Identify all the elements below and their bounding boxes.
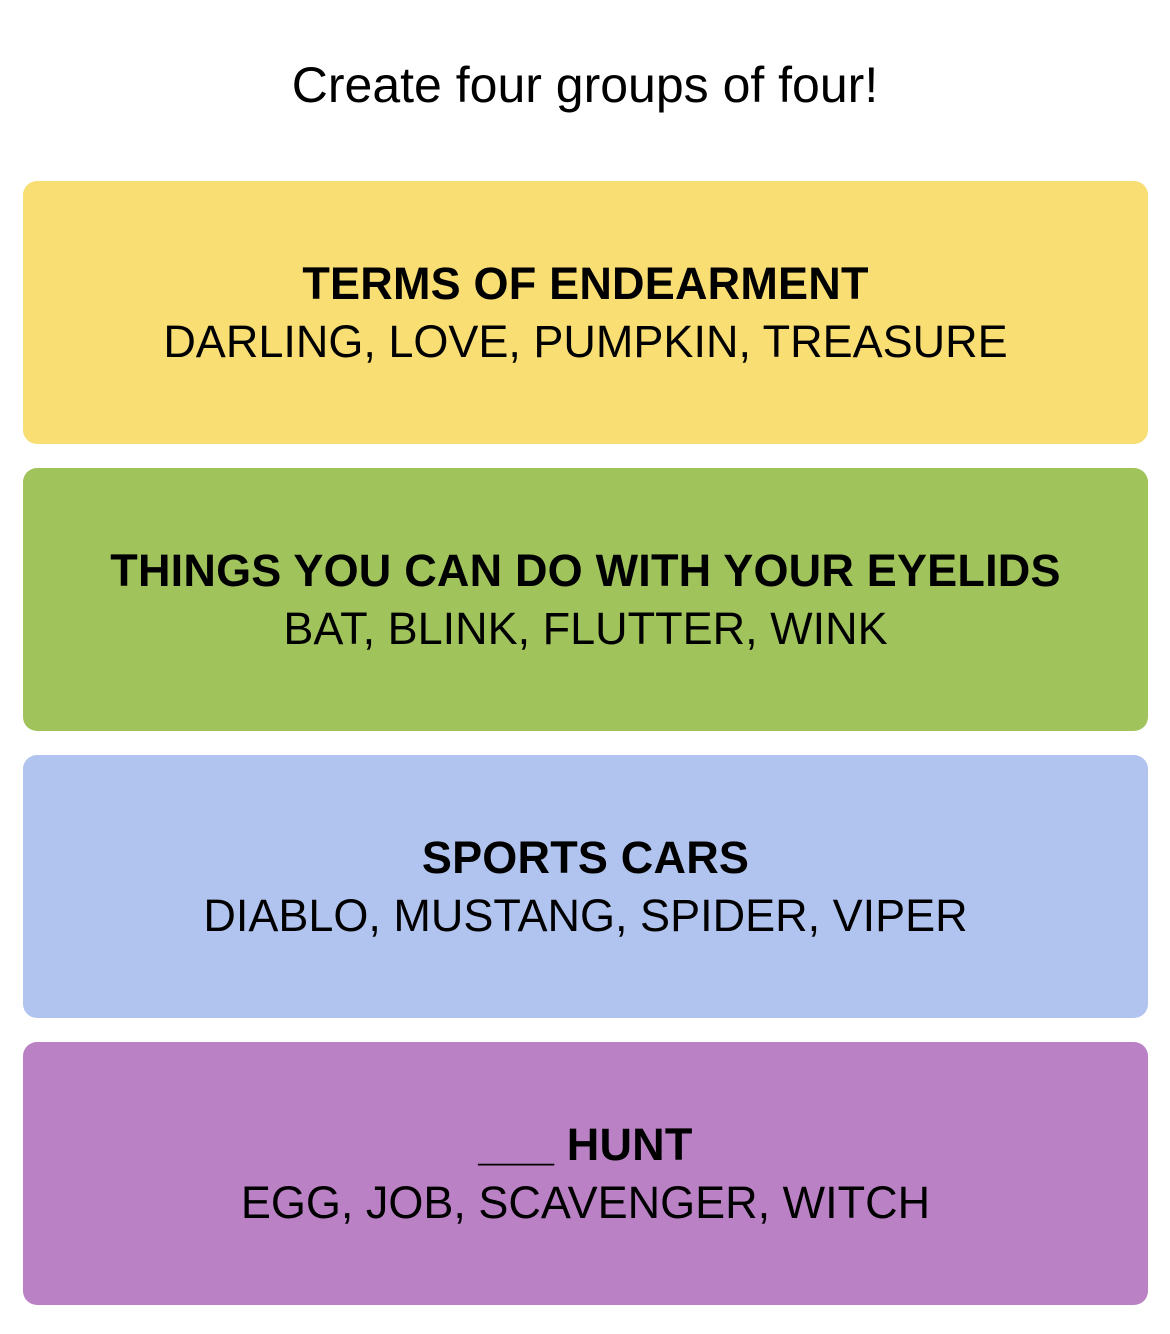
group-members: DIABLO, MUSTANG, SPIDER, VIPER — [203, 889, 968, 941]
group-title: SPORTS CARS — [421, 831, 750, 883]
group-card-purple: ___ HUNT EGG, JOB, SCAVENGER, WITCH — [23, 1042, 1148, 1305]
group-title: ___ HUNT — [478, 1118, 693, 1170]
group-members: BAT, BLINK, FLUTTER, WINK — [283, 602, 888, 654]
group-title: THINGS YOU CAN DO WITH YOUR EYELIDS — [110, 544, 1061, 596]
group-members: DARLING, LOVE, PUMPKIN, TREASURE — [163, 315, 1008, 367]
group-card-green: THINGS YOU CAN DO WITH YOUR EYELIDS BAT,… — [23, 468, 1148, 731]
group-title: TERMS OF ENDEARMENT — [302, 257, 869, 309]
group-card-blue: SPORTS CARS DIABLO, MUSTANG, SPIDER, VIP… — [23, 755, 1148, 1018]
group-members: EGG, JOB, SCAVENGER, WITCH — [240, 1176, 931, 1228]
group-card-yellow: TERMS OF ENDEARMENT DARLING, LOVE, PUMPK… — [23, 181, 1148, 444]
solved-groups: TERMS OF ENDEARMENT DARLING, LOVE, PUMPK… — [23, 181, 1148, 1305]
instructions-text: Create four groups of four! — [291, 57, 879, 113]
